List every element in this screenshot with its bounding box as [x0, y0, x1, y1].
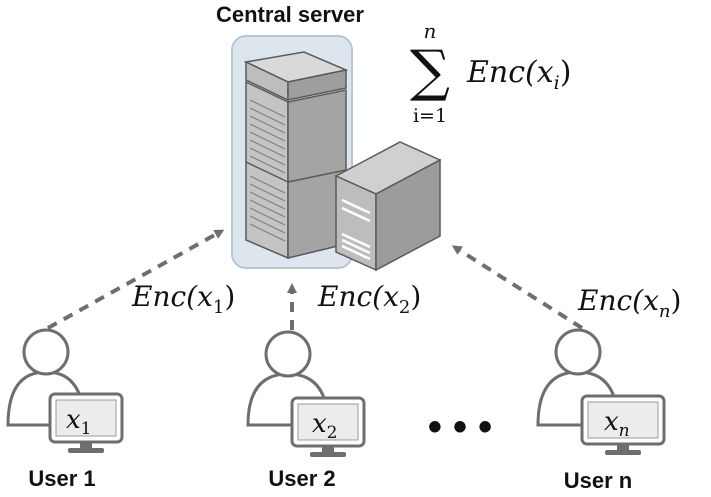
sum-expression: Enc(xi) — [466, 55, 571, 94]
label-usern: User n — [564, 468, 632, 493]
ellipsis: • • • — [428, 405, 492, 449]
monitor-icon — [48, 392, 124, 453]
user-2: x2 User 2 — [246, 330, 366, 491]
screen-var-user2: x2 — [312, 409, 338, 443]
sum-sigma: ∑ — [410, 39, 450, 104]
sum-upper-limit: n — [424, 19, 437, 43]
arrow-usern-to-server — [451, 245, 584, 330]
label-user2: User 2 — [268, 466, 335, 491]
server-title: Central server — [216, 2, 364, 27]
upload-arrows — [47, 229, 584, 330]
monitor-icon — [580, 394, 666, 455]
arrow-user1-to-server — [47, 229, 225, 330]
user-1: x1 User 1 — [6, 328, 124, 491]
screen-var-usern: xn — [604, 407, 630, 441]
msg-user2: Enc(x2) — [317, 280, 421, 318]
monitor-icon — [290, 396, 366, 457]
msg-user1: Enc(x1) — [131, 280, 235, 318]
screen-var-user1: x1 — [66, 405, 92, 439]
server-icon — [231, 35, 442, 272]
sum-lower-limit: i=1 — [413, 105, 447, 127]
user-n: xn User n — [536, 328, 666, 493]
label-user1: User 1 — [28, 466, 95, 491]
aggregate-formula: n ∑ i=1 Enc(xi) — [410, 19, 571, 127]
msg-usern: Enc(xn) — [577, 284, 681, 322]
